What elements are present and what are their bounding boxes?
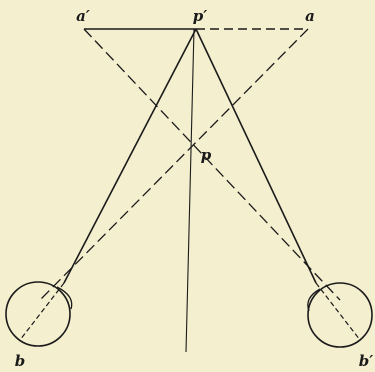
label-a-prime: a′	[76, 7, 90, 25]
label-p-prime: p′	[193, 7, 207, 25]
label-b-prime: b′	[359, 352, 373, 370]
label-b-left: b	[15, 352, 26, 370]
label-a: a	[305, 7, 315, 25]
label-p: p	[201, 146, 212, 164]
